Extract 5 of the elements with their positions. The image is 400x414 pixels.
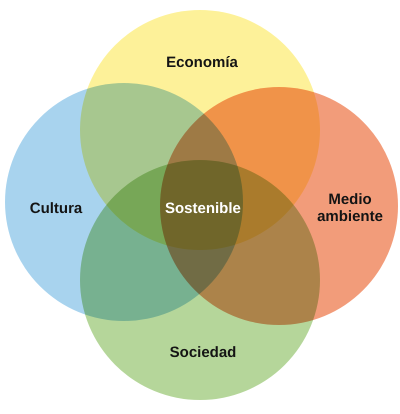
circle-label: Medio ambiente	[316, 191, 384, 225]
circle-label: Sociedad	[168, 344, 238, 360]
circle-label: Economía	[165, 54, 239, 70]
center-label: Sostenible	[165, 200, 241, 216]
circle-label: Cultura	[28, 200, 84, 216]
